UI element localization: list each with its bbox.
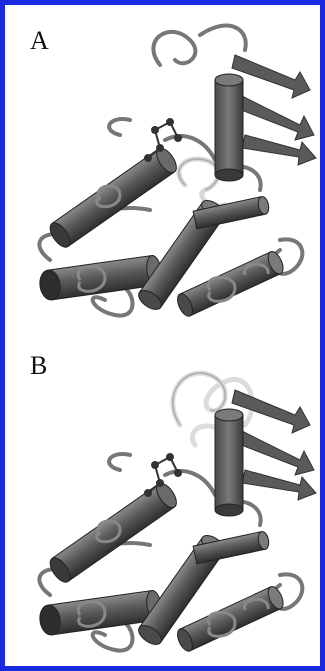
protein-structure-a [10, 10, 325, 335]
sheet-a-2 [236, 95, 314, 140]
coil-a-2 [200, 26, 246, 50]
helix-a-vertical [215, 74, 243, 181]
panel-a: A [10, 10, 325, 335]
sheet-a-3 [242, 135, 316, 165]
protein-structure-b [10, 335, 325, 671]
coil-a-1 [153, 32, 195, 65]
coil-a-3 [109, 119, 130, 135]
helix-a-1 [46, 145, 180, 251]
panel-b: B [10, 335, 325, 671]
sheet-a-1 [232, 55, 310, 98]
